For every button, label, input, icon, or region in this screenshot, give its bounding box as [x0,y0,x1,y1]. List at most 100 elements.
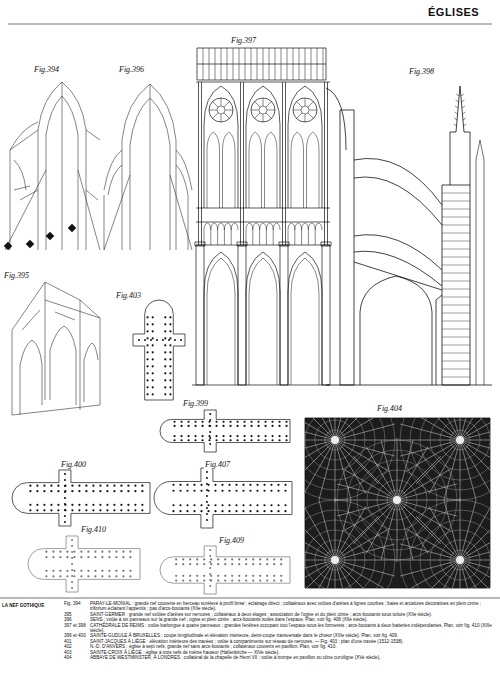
figure-number: Fig.395 [3,272,30,280]
illustration-stroke [187,435,189,437]
illustration-stroke [94,570,96,572]
illustration-stroke [229,425,231,427]
illustration-stroke [456,94,464,96]
illustration-stroke [127,509,129,511]
illustration-stroke [257,421,259,423]
illustration-stroke [210,558,212,560]
illustration-stroke [335,440,389,471]
illustration-stroke [187,421,189,423]
illustration-stroke [29,504,31,506]
illustration-stroke [277,490,279,492]
illustration-stroke [71,575,73,577]
illustration-stroke [180,339,182,341]
illustration-stroke [223,132,236,208]
illustration-stroke [169,337,171,339]
illustration-stroke [193,484,195,486]
illustration-stroke [266,575,268,577]
illustration-stroke [80,570,82,572]
illustration-stroke [210,563,212,565]
illustration-stroke [78,485,80,487]
illustration-stroke [229,439,231,441]
caption-entry: 402N.-D. D'ANVERS : église à sept nefs, … [64,644,496,649]
illustration-stroke [252,563,254,565]
illustration-stroke [264,439,266,441]
illustration-stroke [273,579,275,581]
illustration-stroke [206,501,208,503]
illustration-stroke [92,490,94,492]
illustration-stroke [87,556,89,558]
illustration-stroke [36,509,38,511]
illustration-stroke [410,510,490,588]
illustration-stroke [257,439,259,441]
illustration-stroke [146,337,148,339]
illustration-stroke [210,575,212,577]
illustration-stroke [175,549,282,587]
illustration-stroke [52,556,54,558]
illustration-stroke [127,485,129,487]
illustration-stroke [173,425,175,427]
illustration-stroke [211,223,218,245]
illustration-stroke [460,506,490,560]
illustration-stroke [46,232,54,240]
illustration-stroke [398,440,460,441]
illustration-stroke [92,504,94,506]
illustration-stroke [224,223,231,245]
illustration-stroke [175,558,177,560]
illustration-stroke [115,556,117,558]
illustration-stroke [251,110,259,111]
illustration-stroke [224,579,226,581]
illustration-stroke [246,223,253,245]
illustration-stroke [224,113,230,119]
illustration-stroke [108,556,110,558]
illustration-stroke [305,98,306,106]
illustration-stroke [127,504,129,506]
illustration-stroke [152,386,154,388]
illustration-stroke [146,358,148,360]
illustration-stroke [400,440,460,456]
illustration-stroke [173,413,287,445]
illustration-stroke [460,529,490,560]
illustration-stroke [210,579,212,581]
illustration-stroke [78,490,80,492]
illustration-stroke [80,551,82,553]
illustration-stroke [180,425,182,427]
illustration-stroke [207,510,209,512]
figure-number: Fig.399 [182,400,209,408]
illustration-stroke [71,504,73,506]
illustration-stroke [436,295,442,385]
illustration-stroke [266,223,273,245]
illustration-stroke [164,316,166,318]
illustration-stroke [87,551,89,553]
illustration-stroke [64,509,66,511]
illustration-stroke [57,504,59,506]
illustration-stroke [263,510,265,512]
illustration-stroke [122,575,124,577]
illustration-stroke [221,98,222,106]
illustration-stroke [360,276,432,385]
illustration-stroke [256,490,258,492]
illustration-stroke [335,529,389,560]
illustration-stroke [141,485,143,487]
caption-block: Fig. 394PARAY-LE-MONIAL : grande nef cou… [64,601,496,660]
illustration-stroke [343,500,397,531]
illustration-stroke [242,510,244,512]
illustration-stroke [249,504,251,506]
figure-number: Fig.409 [218,537,245,545]
illustration-stroke [271,439,273,441]
illustration-stroke [169,344,171,346]
illustration-stroke [12,310,100,415]
illustration-stroke [271,421,273,423]
illustration-stroke [179,490,181,492]
caption-figure-number: 397 et 398 [64,623,90,634]
illustration-stroke [164,337,166,339]
illustration-stroke [273,575,275,577]
caption-entry: Fig. 394PARAY-LE-MONIAL : grande nef cou… [64,601,496,612]
illustration-stroke [99,509,101,511]
illustration-stroke [263,484,265,486]
illustration-stroke [208,439,210,441]
illustration-stroke [335,500,397,501]
illustration-stroke [270,504,272,506]
illustration-stroke [214,510,216,512]
illustration-stroke [193,504,195,506]
illustration-stroke [57,485,59,487]
